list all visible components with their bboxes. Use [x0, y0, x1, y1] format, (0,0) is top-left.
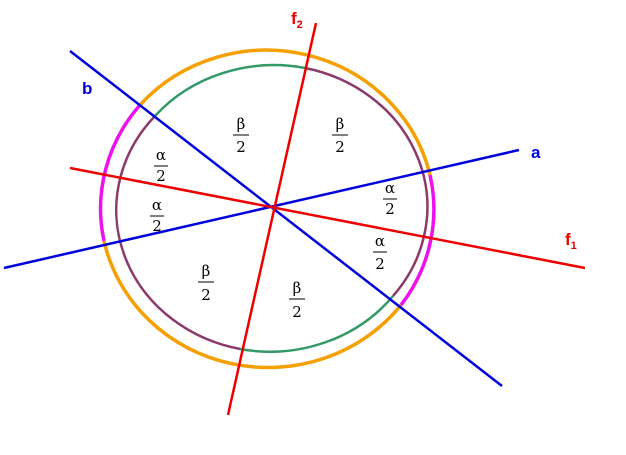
- inner-arc-green: [154, 63, 306, 117]
- fraction-beta-half: β 2: [233, 115, 249, 156]
- svg-text:β: β: [202, 262, 211, 280]
- fraction-beta-half: β 2: [198, 262, 214, 304]
- fraction-beta-half: β 2: [332, 115, 348, 156]
- svg-text:β: β: [237, 115, 246, 133]
- fraction-alpha-half: α 2: [154, 146, 168, 185]
- svg-text:β: β: [293, 279, 302, 297]
- svg-text:2: 2: [375, 255, 385, 273]
- svg-text:α: α: [385, 179, 395, 197]
- svg-text:α: α: [152, 196, 162, 214]
- inner-arc-purple: [304, 66, 429, 297]
- fraction-beta-half: β 2: [289, 279, 305, 321]
- outer-arc-magenta-left: [98, 103, 142, 242]
- svg-text:2: 2: [292, 303, 302, 321]
- label-f2: f2: [291, 9, 303, 31]
- label-b: b: [82, 79, 92, 98]
- line-b: [69, 50, 503, 387]
- fraction-alpha-half: α 2: [373, 232, 387, 273]
- bisector-f1: [69, 166, 586, 270]
- outer-arc-magenta-right: [399, 174, 436, 307]
- line-a: [3, 148, 520, 270]
- svg-text:2: 2: [152, 217, 162, 235]
- inner-arc-green-lower: [239, 295, 394, 353]
- label-a: a: [531, 143, 541, 162]
- svg-text:2: 2: [201, 286, 211, 304]
- label-f1: f1: [565, 230, 577, 252]
- fraction-alpha-half: α 2: [383, 179, 397, 218]
- svg-text:2: 2: [236, 138, 246, 156]
- svg-text:α: α: [375, 232, 385, 250]
- svg-text:α: α: [156, 146, 166, 164]
- svg-text:2: 2: [156, 167, 166, 185]
- outer-arc-orange-bottom: [102, 240, 403, 370]
- svg-text:2: 2: [385, 200, 395, 218]
- bisector-f2: [226, 22, 318, 416]
- outer-arc-orange-top: [138, 48, 432, 176]
- inner-arc-purple-lower: [115, 115, 241, 351]
- fraction-alpha-half: α 2: [150, 196, 164, 235]
- svg-text:β: β: [336, 115, 345, 133]
- svg-text:2: 2: [335, 138, 345, 156]
